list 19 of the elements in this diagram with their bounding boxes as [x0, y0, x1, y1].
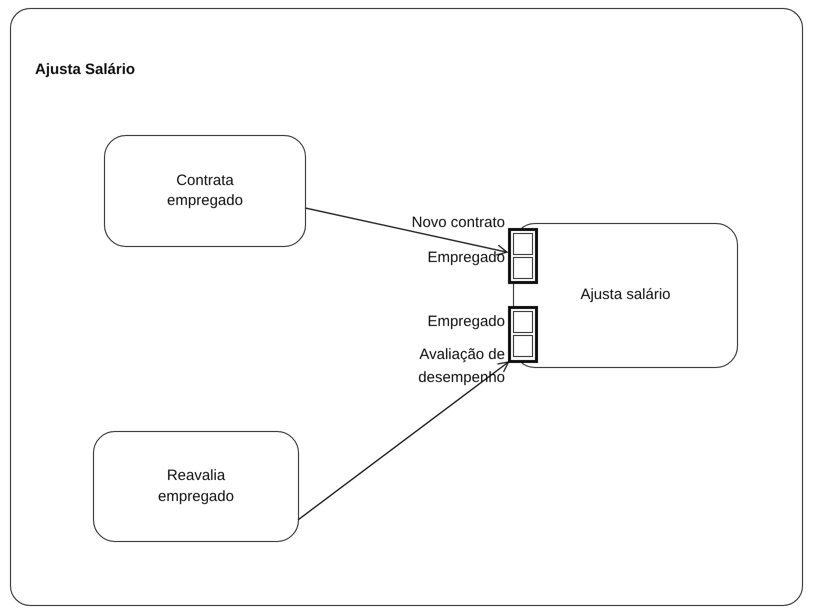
action-box	[104, 135, 306, 247]
frame-title: Ajusta Salário	[35, 61, 136, 78]
action-label: Ajusta salário	[579, 285, 672, 306]
arrow	[304, 207, 508, 256]
pin-box	[513, 257, 533, 279]
frame-box	[10, 8, 803, 606]
pin-label: Empregado	[426, 312, 505, 332]
parameter-set	[508, 306, 538, 363]
pin-box	[513, 311, 533, 333]
arrow	[298, 361, 510, 520]
action-box	[93, 431, 299, 542]
action-box	[513, 223, 738, 368]
pin-box	[513, 335, 533, 357]
action-label: Contrata empregado	[166, 170, 244, 211]
action-label: Reavalia empregado	[157, 466, 235, 506]
pin-label: Novo contrato	[410, 213, 505, 233]
parameter-set	[508, 228, 538, 284]
pin-box	[513, 233, 533, 255]
pin-label: Empregado	[426, 248, 505, 268]
